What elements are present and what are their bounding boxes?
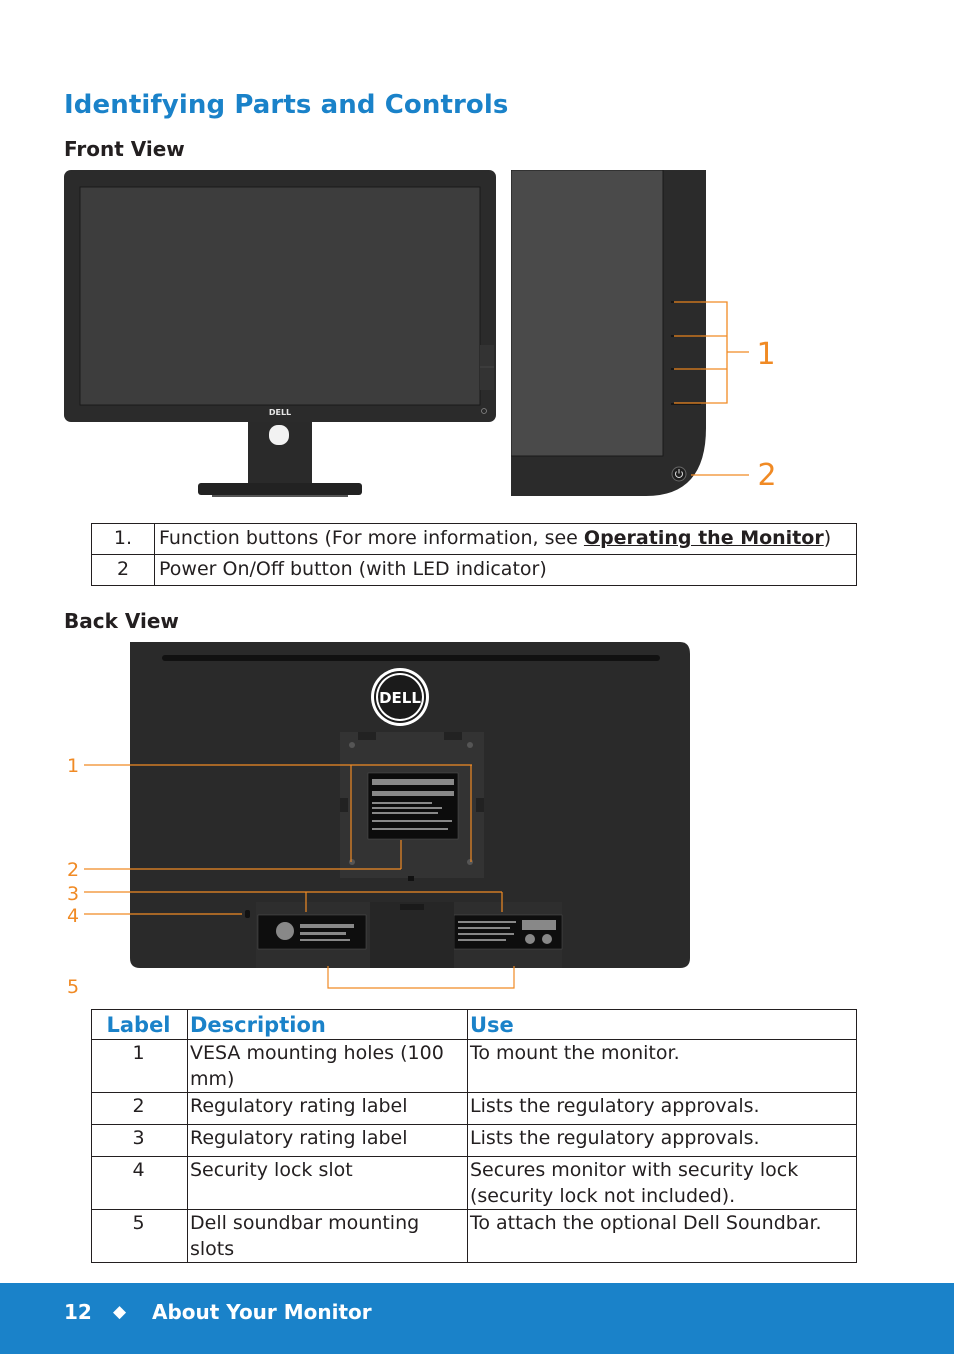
row-label: 5 [91,1209,188,1263]
row-label: 4 [91,1156,188,1210]
front-view-table: 1. Function buttons (For more informatio… [91,523,857,586]
row-use: To mount the monitor. [467,1039,857,1093]
callout-3: 3 [67,883,79,905]
svg-text:DELL: DELL [379,689,421,707]
page-number: 12 [64,1300,92,1324]
table-row: 4 Security lock slot Secures monitor wit… [91,1156,857,1210]
row-description: Regulatory rating label [187,1092,468,1125]
table-header-row: Label Description Use [91,1009,857,1040]
callout-5: 5 [67,976,79,998]
callout-2: 2 [757,458,776,493]
logo-dell: DELL [269,408,291,417]
callout-4: 4 [67,905,79,927]
monitor-front-image: DELL [64,170,496,497]
use-column-header: Use [467,1009,857,1040]
row-description: Power On/Off button (with LED indicator) [154,554,857,586]
row-label: 2 [91,1092,188,1125]
table-row: 1 VESA mounting holes (100 mm) To mount … [91,1039,857,1093]
logo-dell-back: DELL [379,689,421,707]
table-row: 2 Regulatory rating label Lists the regu… [91,1092,857,1125]
label-column-header: Label [91,1009,188,1040]
section-title: About Your Monitor [152,1300,372,1324]
page-footer: 12 ◆ About Your Monitor [0,1283,954,1354]
callout-2: 2 [67,859,79,881]
back-view-table: Label Description Use 1 VESA mounting ho… [91,1009,857,1263]
callout-1: 1 [756,337,775,372]
svg-text:DELL: DELL [269,408,291,417]
table-row: 1. Function buttons (For more informatio… [91,523,857,555]
row-label: 3 [91,1124,188,1157]
row-number: 2 [91,554,155,586]
row-description: Function buttons (For more information, … [154,523,857,555]
row-description: VESA mounting holes (100 mm) [187,1039,468,1093]
operating-the-monitor-link[interactable]: Operating the Monitor [583,527,824,549]
description-column-header: Description [187,1009,468,1040]
row-number: 1. [91,523,155,555]
diamond-icon: ◆ [113,1302,127,1322]
table-row: 2 Power On/Off button (with LED indicato… [91,554,857,586]
row-use: Lists the regulatory approvals. [467,1092,857,1125]
table-row: 3 Regulatory rating label Lists the regu… [91,1124,857,1157]
front-view-heading: Front View [64,137,185,161]
table-row: 5 Dell soundbar mounting slots To attach… [91,1209,857,1263]
row-label: 1 [91,1039,188,1093]
row-use: To attach the optional Dell Soundbar. [467,1209,857,1263]
row-use: Lists the regulatory approvals. [467,1124,857,1157]
callout-1: 1 [67,755,79,777]
row-use: Secures monitor with security lock (secu… [467,1156,857,1210]
monitor-side-closeup-image: 1 2 [511,170,777,496]
row-description: Regulatory rating label [187,1124,468,1157]
monitor-back-image: DELL [67,642,690,998]
row-description: Dell soundbar mounting slots [187,1209,468,1263]
back-view-heading: Back View [64,609,179,633]
page-title: Identifying Parts and Controls [64,90,509,120]
row-description: Security lock slot [187,1156,468,1210]
